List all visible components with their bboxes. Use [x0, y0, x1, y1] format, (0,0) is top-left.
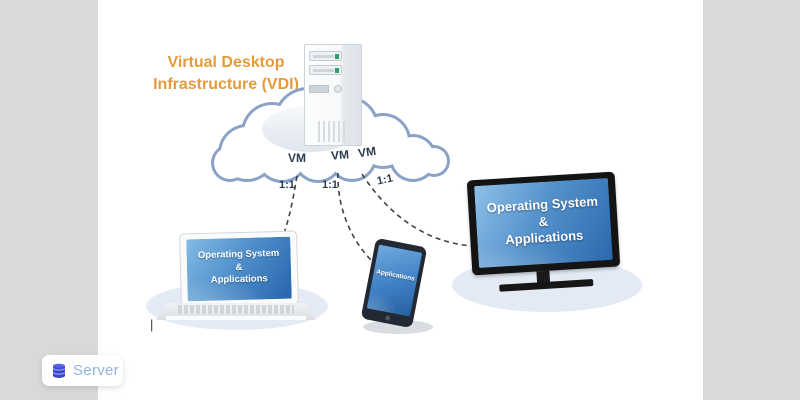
laptop-screen-text: Operating System & Applications [186, 236, 292, 302]
tablet-screen-text: Applications [366, 244, 423, 317]
vm-label-2: VM [330, 147, 350, 163]
laptop-keyboard [156, 303, 316, 320]
page-title-line2: Infrastructure (VDI) [153, 76, 299, 93]
brand-badge[interactable]: Server [42, 355, 123, 386]
text-cursor-mark: | [150, 317, 154, 332]
server-drive-bay [309, 51, 342, 61]
tablet-home-button-icon [384, 314, 391, 321]
brand-label: Server [73, 362, 119, 379]
ratio-label-2: 1:1 [322, 179, 338, 191]
server-power-button-icon [334, 85, 342, 93]
led-indicator-icon [335, 54, 339, 59]
tv-screen-text: Operating System & Applications [474, 177, 613, 268]
server-tray [309, 85, 329, 93]
tv-stand-base [499, 279, 594, 292]
server-tower-icon [304, 44, 362, 146]
laptop-icon: Operating System & Applications [179, 230, 299, 308]
page-title: Virtual Desktop Infrastructure (VDI) [140, 52, 312, 96]
server-drive-bay [309, 65, 342, 75]
ratio-label-1: 1:1 [279, 179, 295, 191]
database-icon [53, 363, 65, 378]
server-vent-grill [318, 121, 345, 142]
tv-icon: Operating System & Applications [458, 167, 627, 297]
vm-label-1: VM [288, 151, 306, 165]
tablet-shadow [363, 320, 433, 334]
page-title-line1: Virtual Desktop [167, 54, 285, 71]
vm-label-3: VM [357, 143, 377, 161]
led-indicator-icon [335, 68, 339, 73]
